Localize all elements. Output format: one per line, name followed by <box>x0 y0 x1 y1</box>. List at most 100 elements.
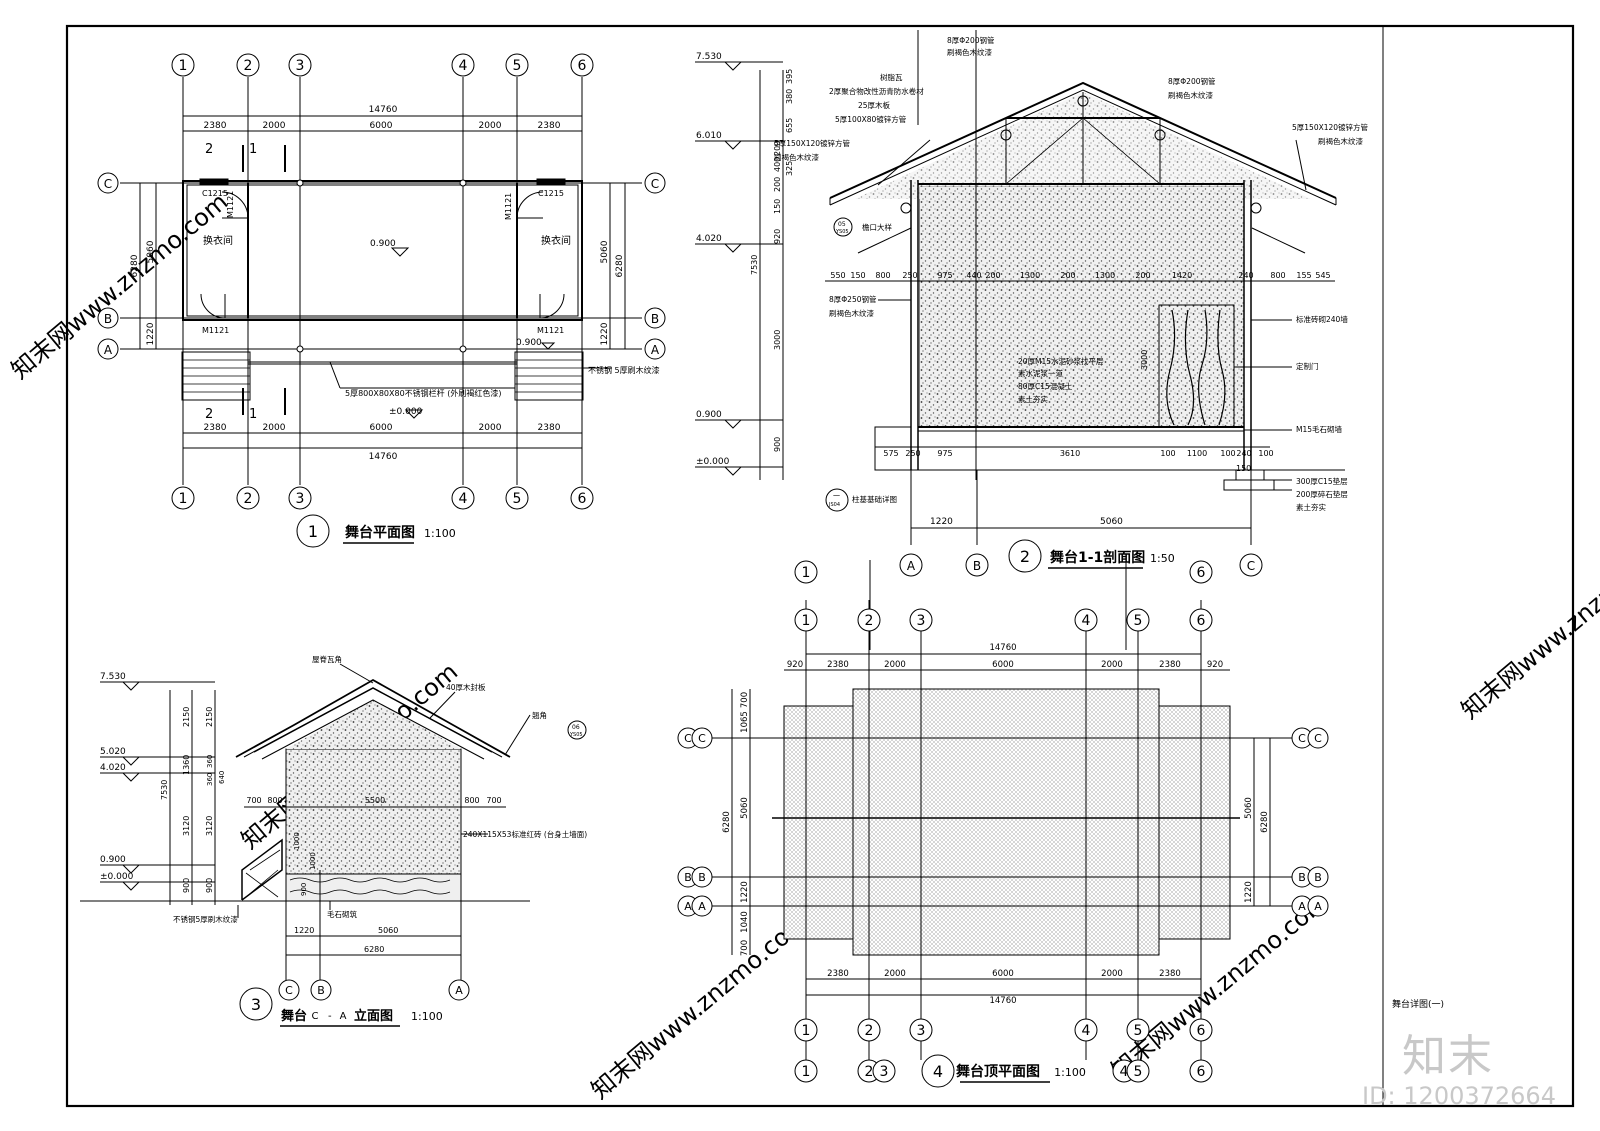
grid-2: 2 <box>865 1064 874 1080</box>
section-mark: 2 <box>205 142 213 157</box>
dim: 1220 <box>1244 881 1254 903</box>
level: 7.530 <box>100 672 126 682</box>
grid-1: 1 <box>802 565 811 581</box>
dim: 1065 <box>740 711 750 733</box>
note: 檐口大样 <box>862 222 892 232</box>
grid-a: A <box>684 900 692 913</box>
view3-title-suffix: 立面图 <box>354 1008 393 1024</box>
note: 刷褐色木纹漆 <box>1318 136 1363 146</box>
note: 8厚Φ250钢管 <box>829 294 877 304</box>
dim: 150 <box>1236 464 1251 473</box>
dim: 3000 <box>773 330 782 350</box>
grid-1: 1 <box>179 491 188 507</box>
dim: 900 <box>773 437 782 452</box>
window-label: C1215 <box>202 189 228 198</box>
dim: 250 <box>905 449 920 458</box>
view4-bubbles <box>677 560 1329 1088</box>
door-label: M1121 <box>226 191 235 218</box>
dim: 100 <box>1160 449 1175 458</box>
dim: 250 <box>902 271 917 280</box>
grid-c: C <box>1247 559 1255 573</box>
note: 25厚木板 <box>858 100 891 110</box>
grid-5: 5 <box>513 58 522 74</box>
level: 7.530 <box>696 52 722 62</box>
dim: 100 <box>1220 449 1235 458</box>
dim: 2000 <box>479 423 502 433</box>
note: 5厚100X80镀锌方管 <box>835 114 907 124</box>
level: 0.900 <box>100 855 126 865</box>
note: 300厚C15垫层 <box>1296 476 1348 486</box>
dim: 1220 <box>930 517 953 527</box>
dim: 6000 <box>992 660 1014 670</box>
grid-b: B <box>651 312 659 326</box>
note: 素土夯实 <box>1296 502 1326 512</box>
dim: 1100 <box>1187 449 1207 458</box>
dim: 800 <box>267 796 282 805</box>
dim: 700 <box>486 796 501 805</box>
dim: 7530 <box>750 255 759 275</box>
dim-total: 14760 <box>369 105 398 115</box>
detail-ref: 06 <box>572 724 580 731</box>
dim: 2380 <box>1159 969 1181 979</box>
dim: 2000 <box>263 121 286 131</box>
level-label: 0.900 <box>516 338 542 348</box>
grid-3: 3 <box>880 1064 889 1080</box>
note: 80厚C15混凝土 <box>1018 381 1073 391</box>
note: 40厚木封板 <box>446 682 486 692</box>
watermarks: 知末网www.znzmo.com 知末网www.znzmo.com 知末网www… <box>6 188 1600 1105</box>
watermark-5: 知末网www.znzmo.com <box>1456 528 1600 725</box>
note: 2厚聚合物改性沥青防水卷材 <box>829 86 924 96</box>
grid-a: A <box>1314 900 1322 913</box>
dim: 655 <box>785 118 794 133</box>
grid-c: C <box>698 732 706 745</box>
watermark-1: 知末网www.znzmo.com <box>6 188 233 385</box>
section-mark: 2 <box>205 407 213 422</box>
grid-b: B <box>684 871 692 884</box>
sheet-title: 舞台详图(一) <box>1392 998 1444 1010</box>
level-label: 0.900 <box>370 239 396 249</box>
dim: 1220 <box>600 322 610 345</box>
dim: 5060 <box>600 240 610 263</box>
dim: 1220 <box>146 322 156 345</box>
view2-title: 舞台1-1剖面图 <box>1050 549 1145 566</box>
dim: 6280 <box>722 811 732 833</box>
room-label: 换衣间 <box>541 234 571 247</box>
dim: 2000 <box>1101 660 1123 670</box>
dim: 900 <box>300 883 308 896</box>
grid-4: 4 <box>459 491 468 507</box>
view3-scale: 1:100 <box>411 1010 443 1023</box>
note: 刷褐色木纹漆 <box>829 308 874 318</box>
dim: 5060 <box>1244 797 1254 819</box>
level: 4.020 <box>100 763 126 773</box>
view3-title-number: 3 <box>251 995 261 1014</box>
view3-dim-row: 700 800 5500 800 700 <box>246 796 501 805</box>
grid-1: 1 <box>802 1064 811 1080</box>
grid-c: C <box>651 177 659 191</box>
note: 素水泥浆一道 <box>1018 368 1063 378</box>
grid-b: B <box>1314 871 1322 884</box>
dim: 2380 <box>538 423 561 433</box>
note: 5厚150X120镀锌方管 <box>774 138 851 148</box>
dim: 5500 <box>365 796 385 805</box>
note: 刷褐色木纹漆 <box>774 152 819 162</box>
dim-row-low: 575 250 975 3610 100 1100 100 240 100 <box>883 449 1273 458</box>
view2-title-number: 2 <box>1020 547 1030 566</box>
dim: 360 <box>206 773 214 786</box>
grid-6: 6 <box>1197 613 1206 629</box>
note: 翘角 <box>532 710 547 720</box>
grid-2: 2 <box>865 1023 874 1039</box>
dim: 920 <box>773 229 782 244</box>
grid-1: 1 <box>802 613 811 629</box>
grid-6: 6 <box>1197 565 1206 581</box>
view3-title: 舞台 <box>280 1008 307 1024</box>
grid-2: 2 <box>865 613 874 629</box>
dim: 2150 <box>205 707 214 727</box>
grid-c: C <box>1314 732 1322 745</box>
grid-5: 5 <box>1134 1064 1143 1080</box>
grid-c: C <box>285 984 293 997</box>
dim: 6280 <box>1260 811 1270 833</box>
view4-dims: 舞台顶平面图 1:100 14760 920 2380 2000 6000 20… <box>722 643 1270 1080</box>
dim: 2000 <box>1101 969 1123 979</box>
note: 不锈钢5厚刷木纹漆 <box>173 914 238 924</box>
grid-b: B <box>973 559 981 573</box>
